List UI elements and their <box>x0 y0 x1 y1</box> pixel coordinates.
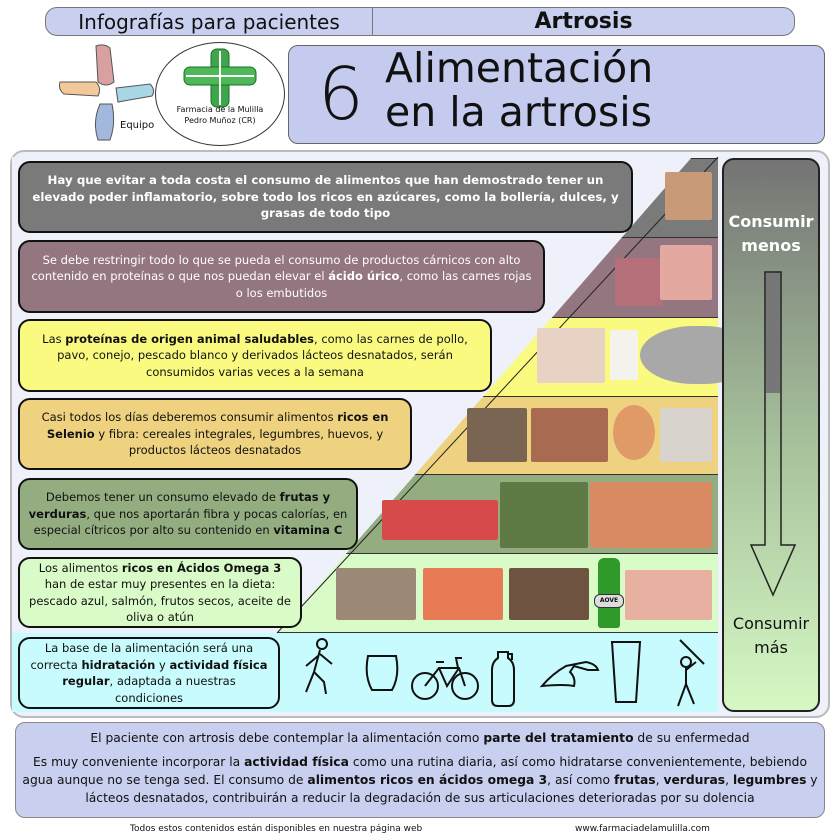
title-box <box>288 45 825 144</box>
olive-oil-bottle-image: AOVE <box>594 558 624 628</box>
text-segment: La base de la alimentación será una corr… <box>30 641 254 672</box>
chard-image <box>500 482 588 548</box>
consume-more-label: Consumir más <box>722 612 820 660</box>
text-segment: frutas <box>613 773 656 787</box>
text-segment: legumbres <box>732 773 807 787</box>
consume-less-line1: Consumir <box>728 212 814 231</box>
activity-icons <box>305 638 705 707</box>
series-label: Infografías para pacientes <box>78 9 340 34</box>
text-segment: y <box>155 657 170 672</box>
infographic-number: 6 <box>318 52 364 136</box>
pyramid-text-hydration-exercise: La base de la alimentación será una corr… <box>18 637 280 709</box>
text-segment: y lácteos desnatados, contribuirán a red… <box>85 773 818 805</box>
text-segment: Las <box>42 331 66 346</box>
water-bottle-icon <box>491 651 515 707</box>
anchovies-image <box>336 568 416 620</box>
berries-image <box>382 500 498 540</box>
text-segment: actividad física <box>244 755 349 769</box>
summary-box: El paciente con artrosis debe contemplar… <box>15 722 825 818</box>
topic-header: Artrosis <box>372 7 795 36</box>
down-arrow-icon <box>749 271 797 597</box>
text-segment: , así como <box>547 773 614 787</box>
text-segment: Es muy conveniente incorporar la <box>32 755 245 769</box>
summary-paragraph-1: El paciente con artrosis debe contemplar… <box>16 729 824 747</box>
text-segment: ricos en Ácidos Omega 3 <box>121 560 282 575</box>
legumes-image <box>531 408 608 462</box>
pharmacy-logo <box>155 42 285 146</box>
topic-label: Artrosis <box>534 9 633 34</box>
tall-glass-icon <box>610 641 642 703</box>
text-segment: proteínas de origen animal saludables <box>65 331 315 346</box>
text-segment: El paciente con artrosis debe contemplar… <box>90 731 484 745</box>
text-segment: , <box>655 773 664 787</box>
text-segment: , como las carnes rojas o los embutidos <box>235 269 532 300</box>
milk-image <box>660 408 712 462</box>
aove-label: AOVE <box>594 594 624 608</box>
pyramid-text-daily: Casi todos los días deberemos consumir a… <box>18 398 412 470</box>
pyramid-text-fruits-vegetables: Debemos tener un consumo elevado de frut… <box>18 478 358 550</box>
bacon-image <box>660 245 712 300</box>
yogurt-image <box>610 330 638 380</box>
pyramid-text-weekly: Las proteínas de origen animal saludable… <box>18 319 492 392</box>
bread-image <box>467 408 527 462</box>
egg-image <box>613 405 655 460</box>
salmon-image <box>423 568 503 620</box>
team-hands-logo <box>59 44 155 141</box>
consume-more-line1: Consumir <box>732 614 810 633</box>
consume-less-label: Consumir menos <box>722 210 820 258</box>
consume-less-line2: menos <box>741 236 801 255</box>
title-line-2: en la artrosis <box>385 88 653 136</box>
pharmacy-name: Farmacia de la Mulilla Pedro Muñoz (CR) <box>160 104 280 126</box>
series-header: Infografías para pacientes <box>45 7 373 36</box>
bicycle-icon <box>411 657 479 700</box>
text-segment: parte del tratamiento <box>483 731 634 745</box>
text-segment: y fibra: cereales integrales, legumbres,… <box>94 426 384 458</box>
website-link[interactable]: www.farmaciadelamulilla.com <box>575 824 710 834</box>
availability-note: Todos estos contenidos están disponibles… <box>130 824 423 834</box>
text-segment: hidratación <box>81 657 156 672</box>
text-segment: de su enfermedad <box>633 731 750 745</box>
text-segment: Debemos tener un consumo elevado de <box>45 490 280 505</box>
summary-paragraph-2: Es muy conveniente incorporar la activid… <box>16 753 824 807</box>
text-segment: verduras <box>663 773 726 787</box>
text-segment: frutas y verduras <box>28 490 331 521</box>
citrus-image <box>590 482 712 548</box>
title-line-1: Alimentación <box>385 44 654 92</box>
walking-icon <box>305 638 333 695</box>
text-segment: , <box>725 773 733 787</box>
text-segment: han de estar muy presentes en la dieta: … <box>29 577 291 624</box>
pyramid-text-avoid: Hay que evitar a toda costa el consumo d… <box>18 161 633 233</box>
consume-more-line2: más <box>754 638 788 657</box>
chicken-image <box>537 328 605 383</box>
glass-icon <box>365 655 399 691</box>
donuts-image <box>665 172 712 220</box>
text-segment: ácido úrico <box>328 269 400 284</box>
consumption-scale <box>722 158 820 712</box>
text-segment: como una rutina diaria, así como hidrata… <box>22 755 808 787</box>
text-segment: alimentos ricos en ácidos omega 3 <box>307 773 548 787</box>
text-segment: vitamina C <box>273 523 343 538</box>
pharmacy-name-line1: Farmacia de la Mulilla <box>176 105 264 114</box>
golf-icon <box>677 639 705 707</box>
text-segment: Hay que evitar a toda costa el consumo d… <box>32 173 619 221</box>
text-segment: actividad física regular <box>62 657 268 689</box>
text-segment: Se debe restringir todo lo que se pueda … <box>31 252 521 284</box>
tuna-image <box>625 570 712 620</box>
text-segment: Los alimentos <box>38 560 122 575</box>
text-segment: , adaptada a nuestras condiciones <box>109 674 236 705</box>
text-segment: , como las carnes de pollo, pavo, conejo… <box>57 331 468 379</box>
pyramid-text-omega3: Los alimentos ricos en Ácidos Omega 3 ha… <box>18 557 302 628</box>
pyramid-text-restrict: Se debe restringir todo lo que se pueda … <box>18 240 545 313</box>
page-title: Alimentación en la artrosis <box>385 46 653 134</box>
text-segment: , que nos aportarán fibra y pocas calorí… <box>33 506 348 538</box>
nuts-image <box>509 568 589 620</box>
team-label: Equipo <box>120 120 155 131</box>
pharmacy-cross-icon <box>183 48 257 108</box>
swimming-icon <box>539 660 600 688</box>
text-segment: Casi todos los días deberemos consumir a… <box>41 410 338 425</box>
red-meat-image <box>615 258 663 306</box>
text-segment: ricos en Selenio <box>46 410 389 441</box>
pharmacy-name-line2: Pedro Muñoz (CR) <box>184 116 256 125</box>
